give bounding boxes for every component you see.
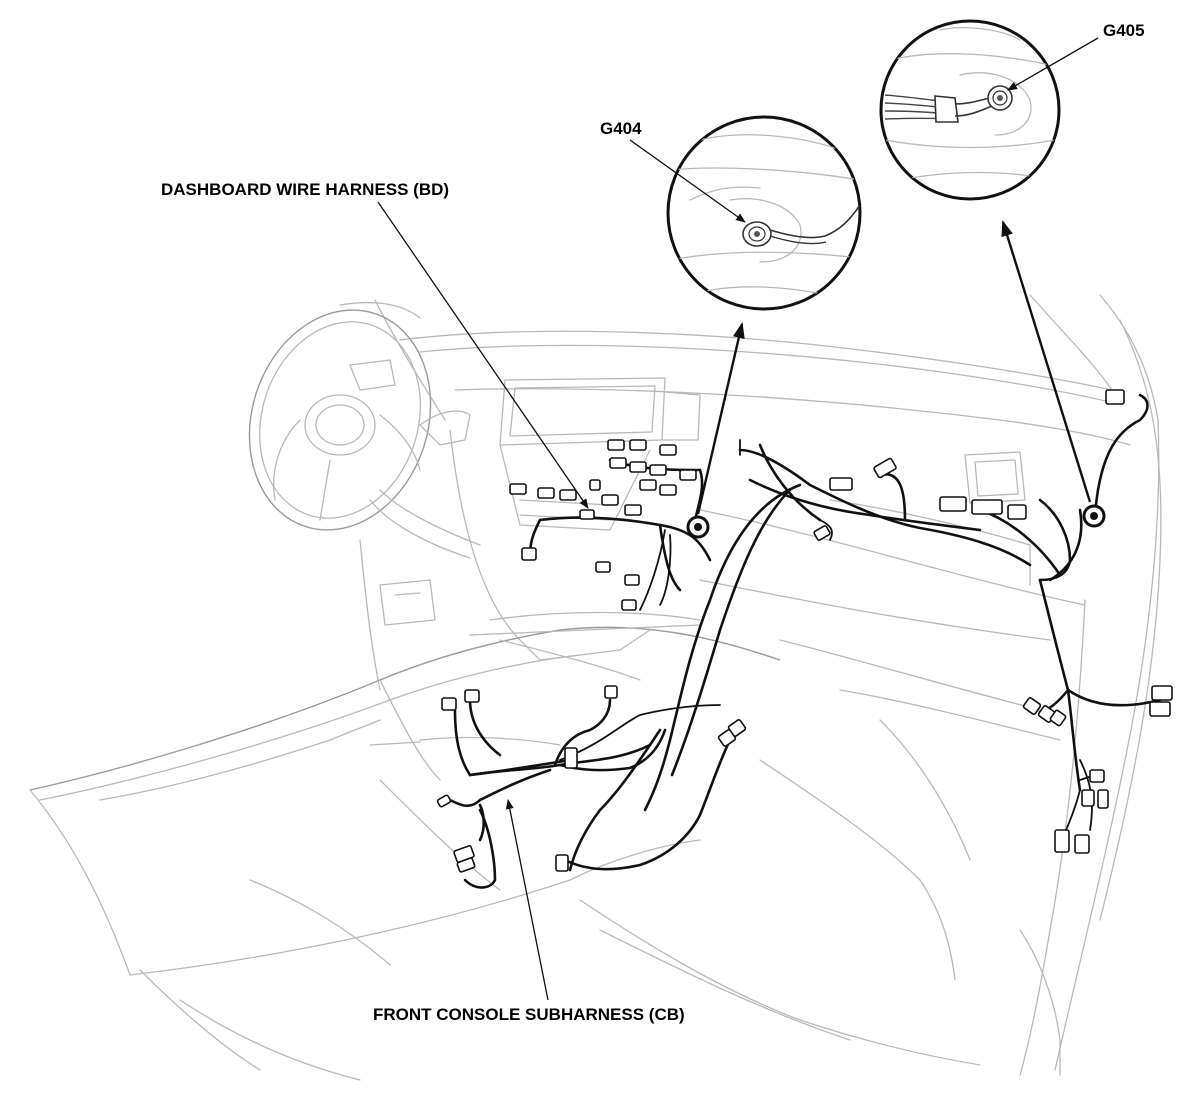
front-console-subharness-label: FRONT CONSOLE SUBHARNESS (CB) xyxy=(373,1005,685,1024)
g405-label: G405 xyxy=(1103,21,1145,40)
g404-label: G404 xyxy=(600,119,642,138)
g405-ground-point xyxy=(1082,504,1106,528)
steering-wheel xyxy=(248,309,481,559)
g404-detail-view xyxy=(666,115,862,311)
g405-detail-view xyxy=(879,19,1061,201)
connectors xyxy=(436,389,1173,873)
g404-ground-point xyxy=(686,515,710,539)
g405-detail-arrow xyxy=(1001,220,1092,503)
front-console-subharness xyxy=(448,698,732,889)
front-console-leader xyxy=(505,799,549,1001)
dashboard-wire-harness-label: DASHBOARD WIRE HARNESS (BD) xyxy=(161,180,450,199)
vehicle-interior-outline xyxy=(29,294,1162,1081)
dashboard-wire-harness xyxy=(528,393,1162,872)
g404-leader xyxy=(629,139,746,223)
g404-detail-arrow xyxy=(696,322,745,515)
dashboard-harness-leader xyxy=(377,201,589,509)
g405-leader xyxy=(1007,37,1099,91)
